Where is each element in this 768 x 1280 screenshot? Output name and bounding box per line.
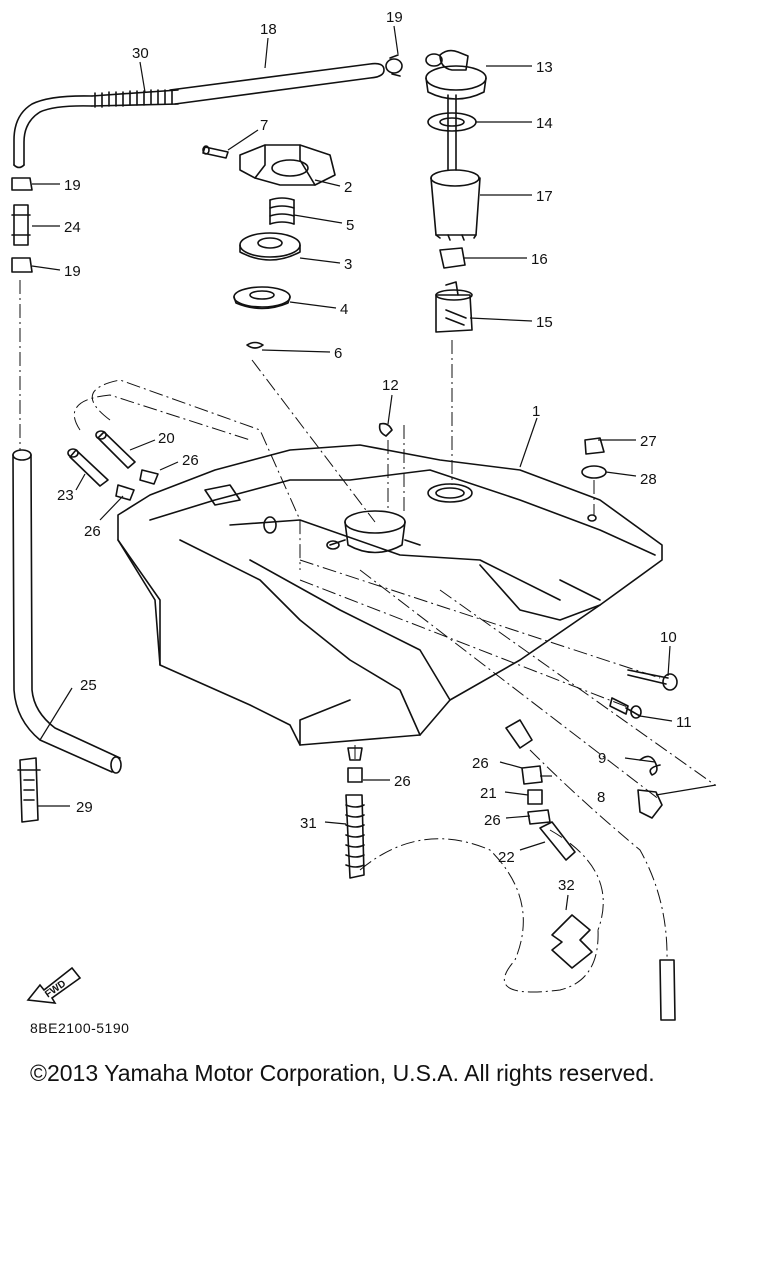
grommet <box>584 437 605 455</box>
callout-21: 21 <box>480 785 497 802</box>
screw <box>378 422 393 437</box>
callout-23: 23 <box>57 487 74 504</box>
callout-28: 28 <box>640 471 657 488</box>
callout-32: 32 <box>558 877 575 894</box>
callout-3: 3 <box>344 256 352 273</box>
bracket <box>637 789 663 819</box>
callout-25: 25 <box>80 677 97 694</box>
callout-14: 14 <box>536 115 553 132</box>
callout-26-bottom: 26 <box>394 773 411 790</box>
callout-19-lower: 19 <box>64 263 81 280</box>
sender-clamp <box>439 247 466 269</box>
callout-16: 16 <box>531 251 548 268</box>
hose-clip <box>551 914 593 969</box>
callout-12: 12 <box>382 377 399 394</box>
callout-30: 30 <box>132 45 149 62</box>
cap-seal <box>239 232 301 261</box>
callout-labels: 1 2 3 4 5 6 7 8 9 10 11 12 13 14 15 16 1… <box>57 9 692 894</box>
callout-24: 24 <box>64 219 81 236</box>
callout-6: 6 <box>334 345 342 362</box>
callout-22: 22 <box>498 849 515 866</box>
hose-clamp <box>11 177 33 191</box>
strap-clip <box>17 757 41 823</box>
sender-unit <box>425 49 487 100</box>
cap-spring <box>269 197 295 225</box>
callout-15: 15 <box>536 314 553 331</box>
corrugated-hose <box>13 89 179 169</box>
callout-18: 18 <box>260 21 277 38</box>
callout-8: 8 <box>597 789 605 806</box>
copyright-text: ©2013 Yamaha Motor Corporation, U.S.A. A… <box>30 1060 655 1086</box>
short-hoses <box>67 430 159 501</box>
cap-gasket <box>233 286 291 310</box>
callout-11: 11 <box>676 714 692 731</box>
callout-2: 2 <box>344 179 352 196</box>
hose-joint <box>11 204 31 246</box>
sender-grommet <box>427 483 473 503</box>
callout-26-right-upper: 26 <box>472 755 489 772</box>
callout-4: 4 <box>340 301 348 318</box>
callout-5: 5 <box>346 217 354 234</box>
filler-cap <box>239 144 336 186</box>
leader-lines <box>31 25 717 911</box>
callout-7: 7 <box>260 117 268 134</box>
callout-31: 31 <box>300 815 317 832</box>
callout-17: 17 <box>536 188 553 205</box>
cap-clip <box>246 341 264 349</box>
cap-pin <box>202 145 229 159</box>
fwd-arrow: FWD <box>26 966 82 1004</box>
callout-27: 27 <box>640 433 657 450</box>
callout-10: 10 <box>660 629 677 646</box>
fuel-tank-exploded-diagram: 1 2 3 4 5 6 7 8 9 10 11 12 13 14 15 16 1… <box>11 9 717 1021</box>
callout-13: 13 <box>536 59 553 76</box>
vent-hose <box>169 54 403 105</box>
callout-9: 9 <box>598 750 606 767</box>
hose-clamp <box>11 257 33 273</box>
end-hose <box>659 959 676 1021</box>
fuel-filter <box>435 281 473 333</box>
filler-neck <box>326 510 421 554</box>
sender-washer <box>427 112 477 132</box>
fuel-tank <box>117 444 663 746</box>
fwd-label: FWD <box>43 978 68 1000</box>
bolt <box>609 697 641 717</box>
callout-26-left: 26 <box>84 523 101 540</box>
callout-20: 20 <box>158 430 175 447</box>
callout-19-upper: 19 <box>64 177 81 194</box>
callout-1: 1 <box>532 403 540 420</box>
callout-26-top: 26 <box>182 452 199 469</box>
callout-26-right-lower: 26 <box>484 812 501 829</box>
spring-clip <box>639 755 661 776</box>
sender-tube <box>430 94 481 241</box>
callout-29: 29 <box>76 799 93 816</box>
bottom-fittings <box>345 719 576 879</box>
assembly-lines <box>19 280 716 993</box>
diagram-code: 8BE2100-5190 <box>30 1020 130 1036</box>
callout-19-top: 19 <box>386 9 403 26</box>
bolt <box>627 669 669 685</box>
